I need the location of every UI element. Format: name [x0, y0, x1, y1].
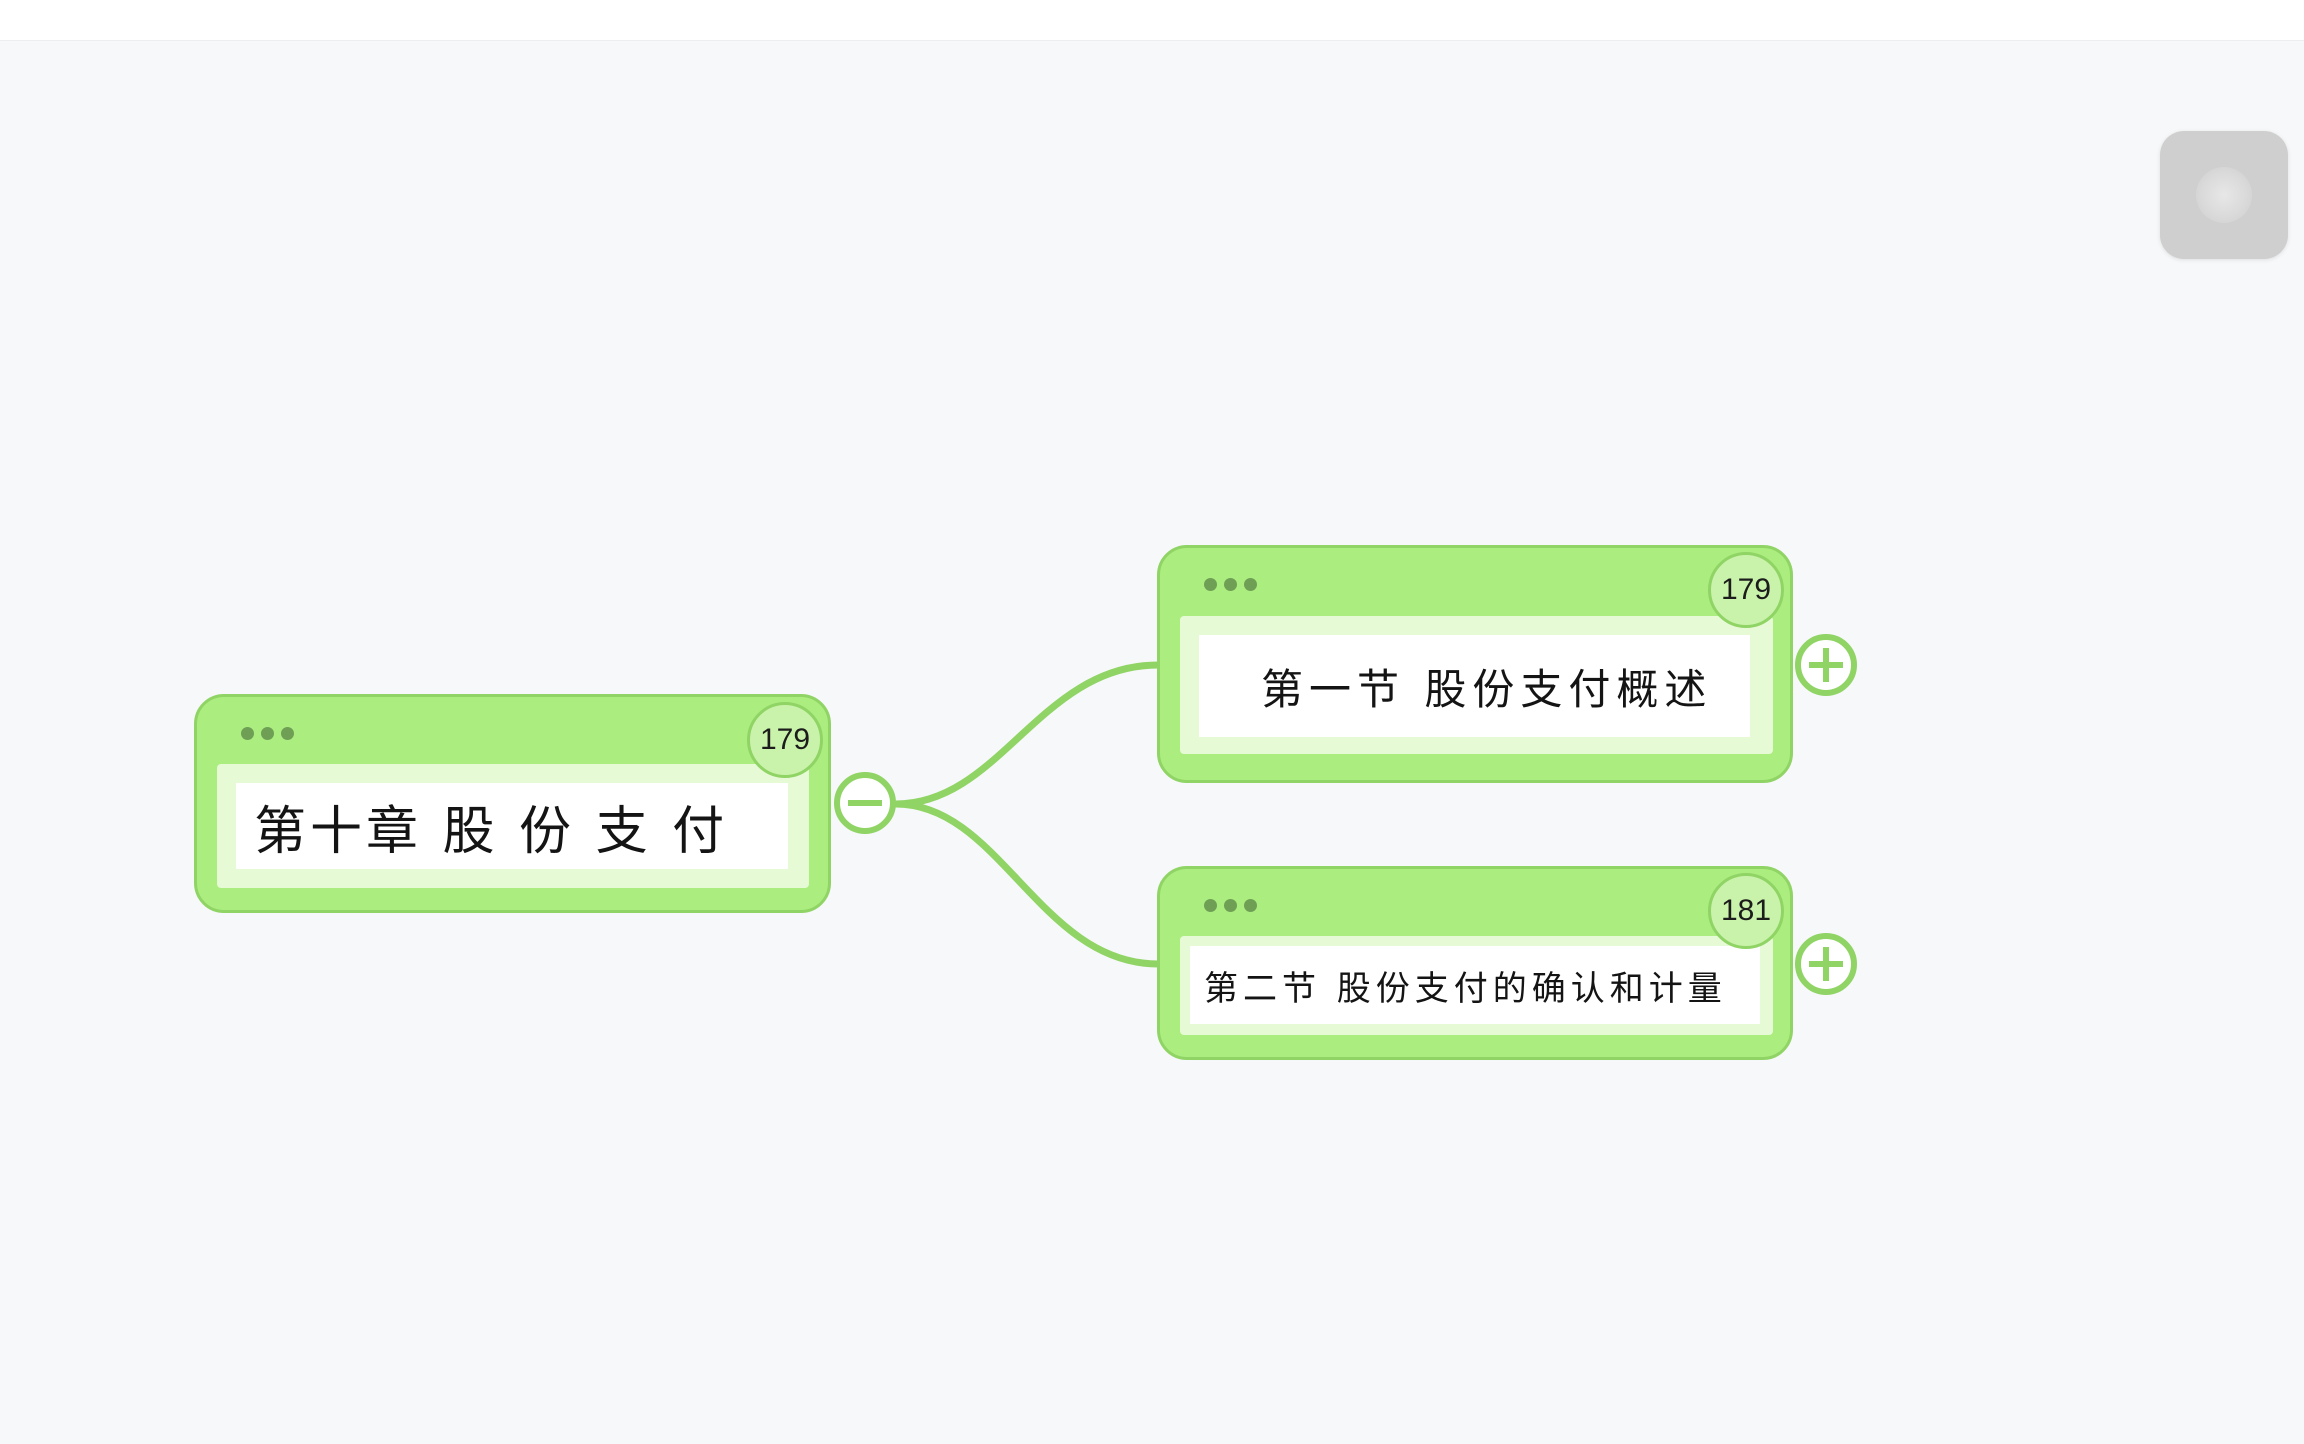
collapse-minus-icon[interactable]	[834, 772, 896, 834]
section-1-panel: 第一节 股份支付概述	[1180, 616, 1773, 754]
root-node-title[interactable]: 第十章 股 份 支 付	[236, 783, 788, 869]
section-2-page-badge: 181	[1708, 873, 1784, 949]
ellipsis-icon[interactable]	[1204, 899, 1257, 912]
connector-to-section-1	[892, 661, 1162, 808]
root-node[interactable]: 第十章 股 份 支 付	[194, 694, 831, 913]
top-bar	[0, 0, 2304, 41]
assistive-touch-button[interactable]	[2160, 131, 2288, 259]
section-1-title[interactable]: 第一节 股份支付概述	[1199, 635, 1750, 737]
ellipsis-icon[interactable]	[1204, 578, 1257, 591]
expand-plus-icon[interactable]	[1795, 933, 1857, 995]
expand-plus-icon[interactable]	[1795, 634, 1857, 696]
section-1-node[interactable]: 第一节 股份支付概述	[1157, 545, 1793, 783]
ellipsis-icon[interactable]	[241, 727, 294, 740]
section-2-panel: 第二节 股份支付的确认和计量	[1180, 936, 1773, 1035]
section-2-title[interactable]: 第二节 股份支付的确认和计量	[1190, 946, 1760, 1024]
root-page-badge: 179	[747, 702, 823, 778]
connector-to-section-2	[892, 800, 1162, 968]
section-2-node[interactable]: 第二节 股份支付的确认和计量	[1157, 866, 1793, 1060]
section-1-page-badge: 179	[1708, 552, 1784, 628]
root-node-panel: 第十章 股 份 支 付	[217, 764, 809, 888]
assistive-touch-icon	[2196, 167, 2252, 223]
